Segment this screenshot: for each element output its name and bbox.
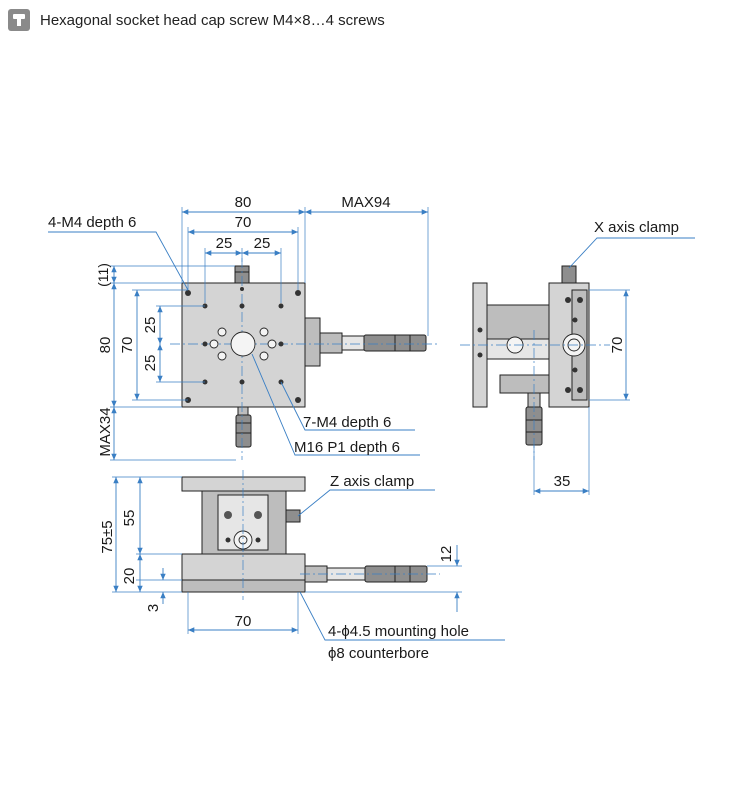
front-view: Z axis clamp 75±5 55 20 3 12 70 4-ϕ4.5 m… [99,470,505,662]
front-dim-3-label: 3 [145,604,162,612]
center-bore [230,331,256,357]
label-x-clamp: X axis clamp [594,219,679,236]
top-right-barrel [341,335,365,351]
hole [217,327,227,337]
dim-70-label: 70 [235,214,252,231]
side-block-upper [486,304,550,340]
top-view: 80 MAX94 70 25 25 4-M4 depth 6 (11) 80 7… [48,194,440,461]
label-m16: M16 P1 depth 6 [294,439,400,456]
dim-25-v2-label: 25 [142,355,159,372]
top-micrometer-thimble [235,414,252,448]
label-counterbore: ϕ8 counterbore [328,645,429,662]
label-z-clamp: Z axis clamp [330,473,414,490]
hole [217,351,227,361]
dim-max94-label: MAX94 [341,194,390,211]
dim-max34-label: MAX34 [97,407,114,456]
dim-80-label: 80 [235,194,252,211]
front-dim-55-label: 55 [121,510,138,527]
page-title: Hexagonal socket head cap screw M4×8…4 s… [40,11,385,29]
front-mid-plate [181,553,306,581]
side-block-lower [499,374,550,394]
front-dim-12-label: 12 [438,546,455,563]
dim-25a-label: 25 [216,235,233,252]
dim-25b-label: 25 [254,235,271,252]
side-view: X axis clamp 70 35 [460,219,695,495]
dim-11-label: (11) [95,263,111,287]
top-right-sleeve [319,332,343,354]
hole [209,339,219,349]
label-7m4: 7-M4 depth 6 [303,414,391,431]
screw-icon [8,9,30,31]
front-base-plate [181,579,306,593]
front-dim-75-label: 75±5 [99,520,116,553]
dim-70-v-label: 70 [119,337,136,354]
front-dim-70-label: 70 [235,613,252,630]
top-micrometer-sleeve [237,406,249,416]
z-clamp-knob [285,509,301,523]
page-header: Hexagonal socket head cap screw M4×8…4 s… [8,8,385,32]
side-dim-70-label: 70 [609,337,626,354]
label-4m4: 4-M4 depth 6 [48,214,136,231]
hole [259,351,269,361]
front-dim-20-label: 20 [121,568,138,585]
hole [267,339,277,349]
side-dim-35-label: 35 [554,473,571,490]
top-right-block [304,317,321,367]
label-mounting-hole: 4-ϕ4.5 mounting hole [328,623,469,640]
dim-25-v1-label: 25 [142,317,159,334]
front-top-plate [181,476,306,492]
hole [259,327,269,337]
x-clamp-knob [561,265,577,284]
dim-80-v-label: 80 [97,337,114,354]
